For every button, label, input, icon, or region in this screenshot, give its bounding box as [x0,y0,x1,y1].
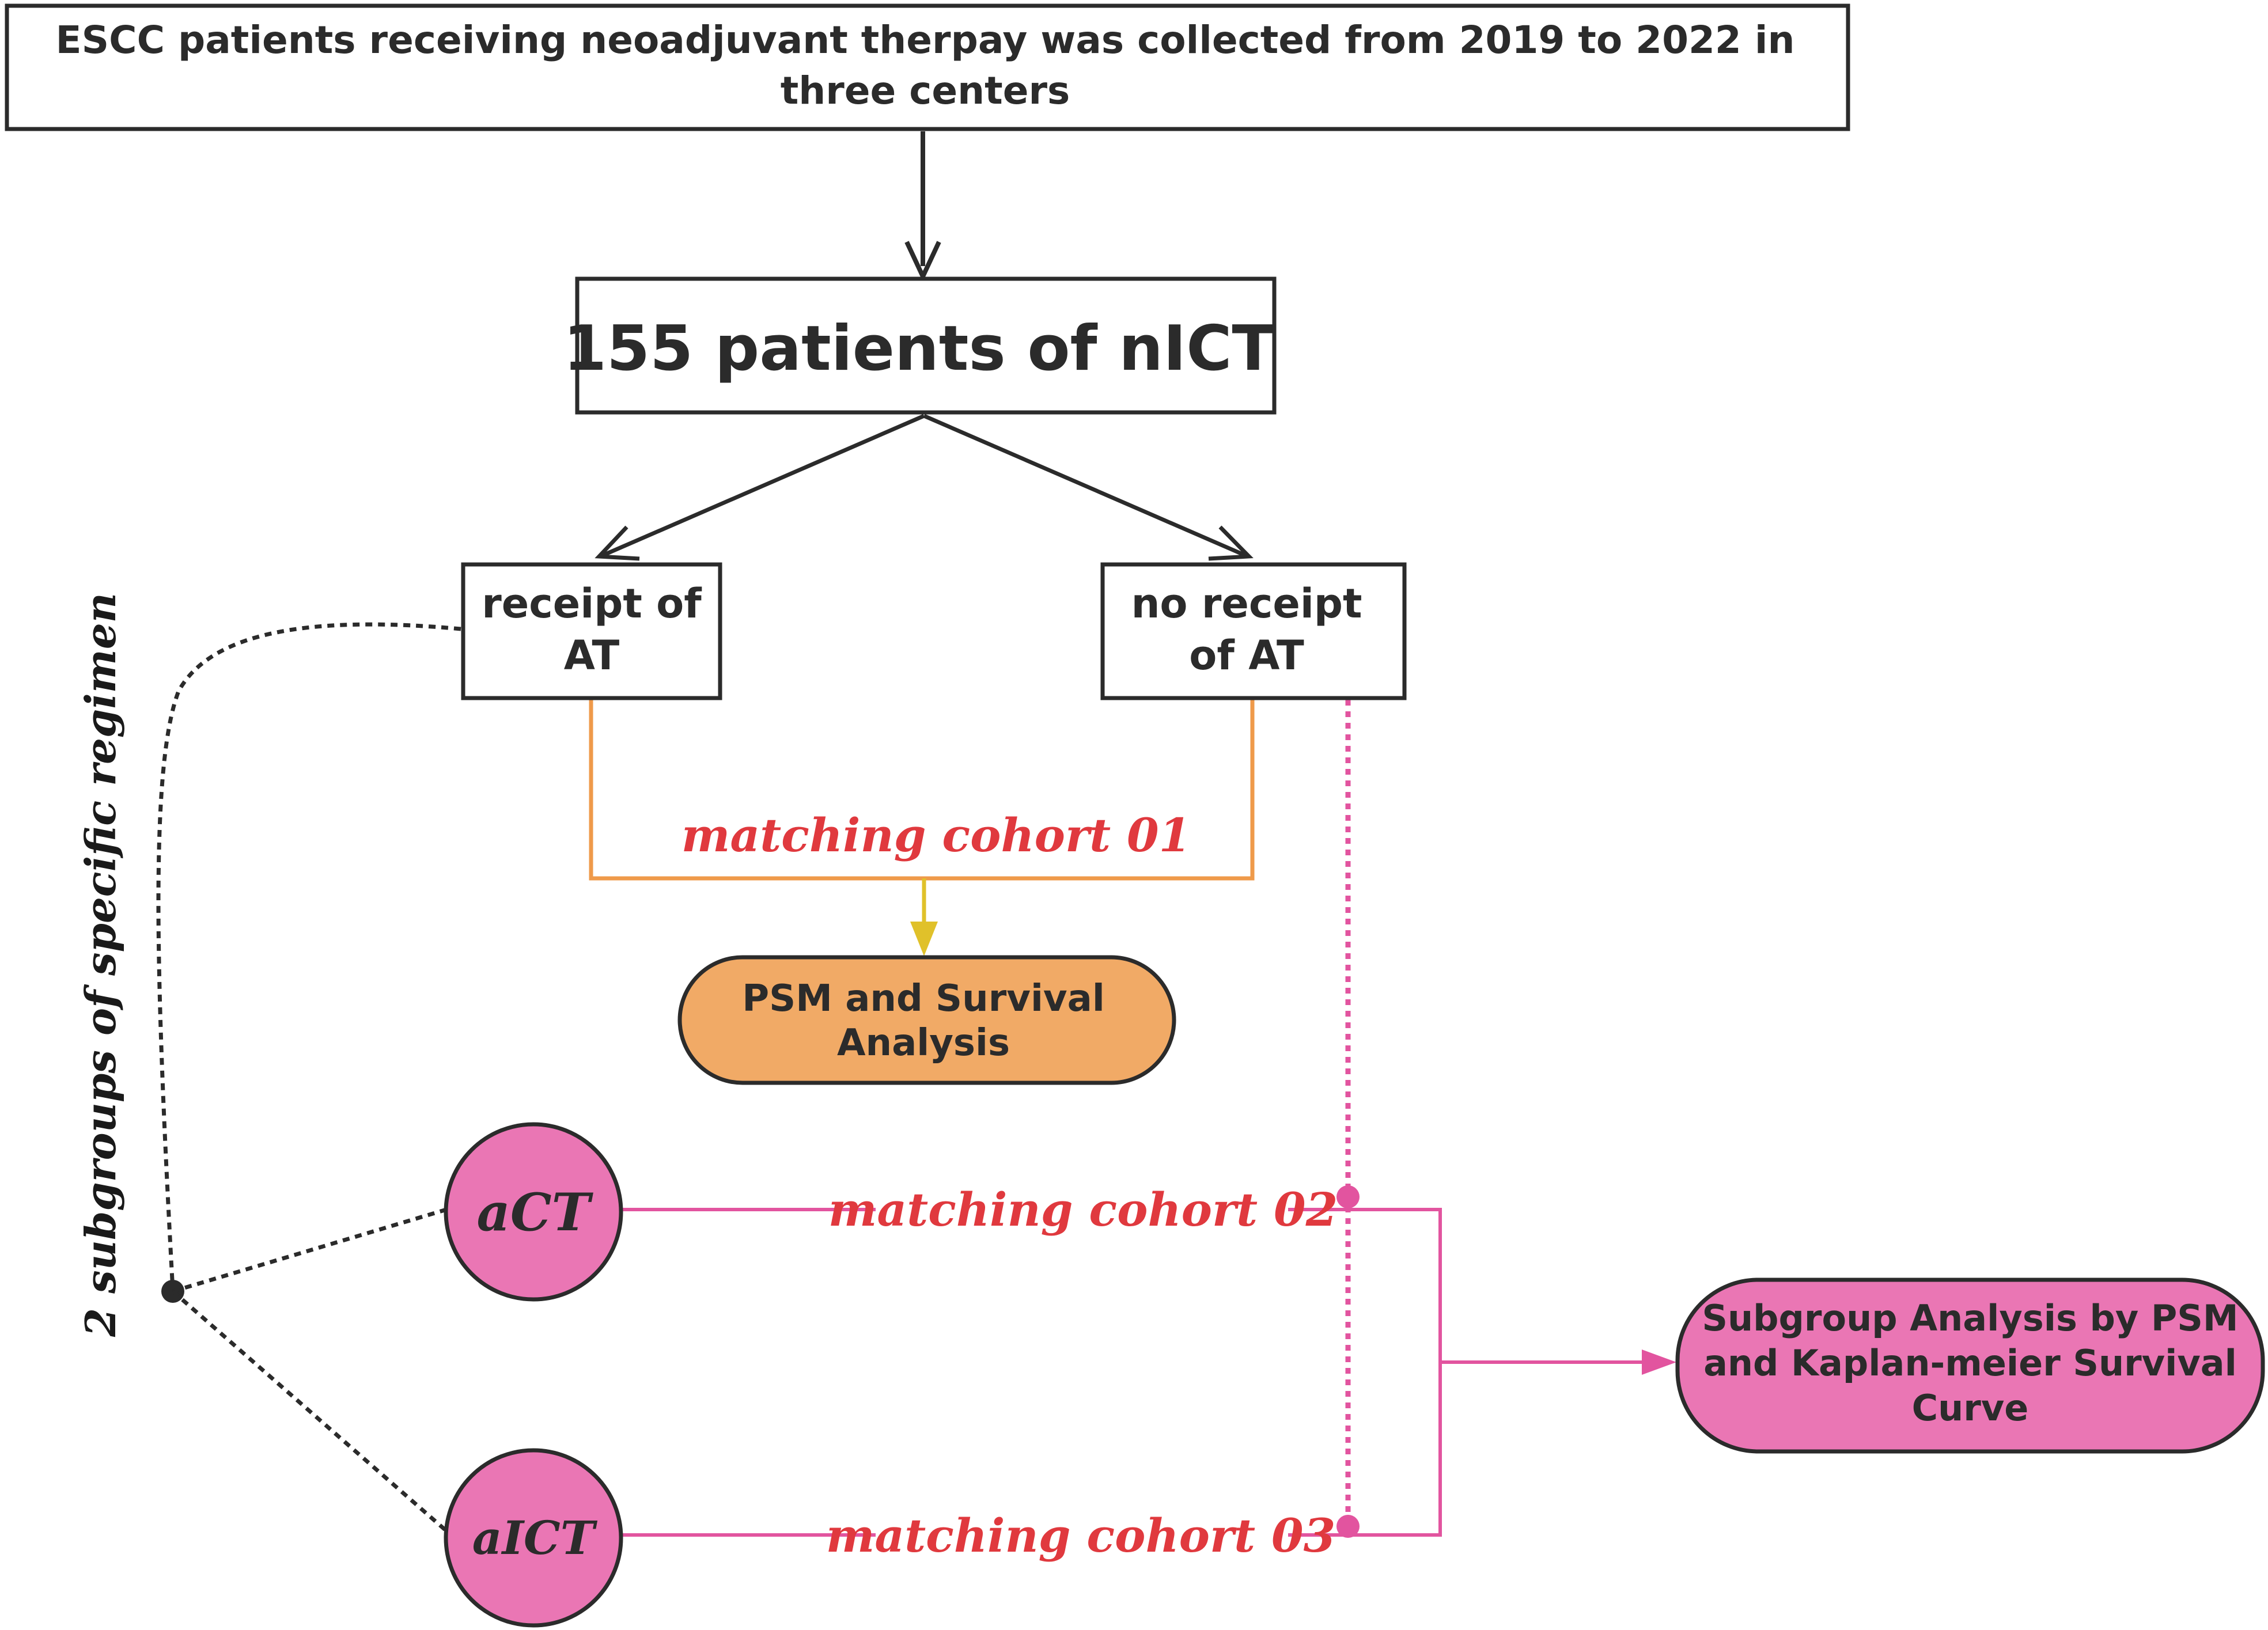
matching-cohort-01-label: matching cohort 01 [681,808,1191,862]
receipt-text-line-2: AT [564,632,620,679]
subgroup-analysis-text-line-2: and Kaplan-meier Survival [1703,1342,2237,1384]
source-box: ESCC patients receiving neoadjuvant ther… [5,3,1850,131]
junction-dot-03 [1336,1515,1360,1538]
subgroup-analysis-node: Subgroup Analysis by PSM and Kaplan-meie… [1675,1278,2265,1454]
arrow-cohort-to-receipt [599,414,925,559]
act-node: aCT [444,1122,623,1302]
arrow-cohort-to-no-receipt [923,414,1249,559]
no-receipt-text-line-2: of AT [1189,632,1304,679]
dotted-link-hub-to-aict [171,1290,448,1533]
matching-cohort-02-label: matching cohort 02 [828,1182,1338,1237]
junction-dot-02 [1336,1185,1360,1208]
arrowhead-psm [910,922,938,956]
arrowhead-cohort [904,241,941,282]
matching-cohort-03-label: matching cohort 03 [826,1508,1336,1563]
cohort-box: 155 patients of nICT [563,276,1277,415]
receipt-text-line-1: receipt of [482,580,702,627]
arrowhead-no-receipt [1208,525,1254,561]
arrowhead-receipt [595,525,640,561]
cohort-label: 155 patients of nICT [563,313,1275,385]
dotted-link-hub-to-act [172,1207,448,1294]
aict-label: aICT [472,1511,598,1565]
arrowhead-subgroup-analysis [1642,1350,1676,1375]
source-text-line-2: three centers [781,69,1070,113]
no-receipt-box: no receipt of AT [1100,562,1407,700]
subgroup-analysis-text-line-1: Subgroup Analysis by PSM [1702,1297,2238,1339]
subgroup-analysis-text-line-3: Curve [1912,1387,2029,1429]
subgroups-rotated-label: 2 subgroups of specific regimen [76,593,125,1337]
bracket-matching-01 [589,700,1255,881]
dotted-link-receipt-to-hub [156,622,461,1291]
psm-node: PSM and Survival Analysis [677,955,1176,1085]
psm-text-line-2: Analysis [837,1022,1010,1064]
aict-node: aICT [444,1448,623,1628]
psm-text-line-1: PSM and Survival [742,977,1105,1020]
receipt-box: receipt of AT [461,562,722,700]
act-label: aCT [477,1182,594,1243]
no-receipt-text-line-1: no receipt [1131,580,1362,627]
source-text-line-1: ESCC patients receiving neoadjuvant ther… [56,18,1795,62]
